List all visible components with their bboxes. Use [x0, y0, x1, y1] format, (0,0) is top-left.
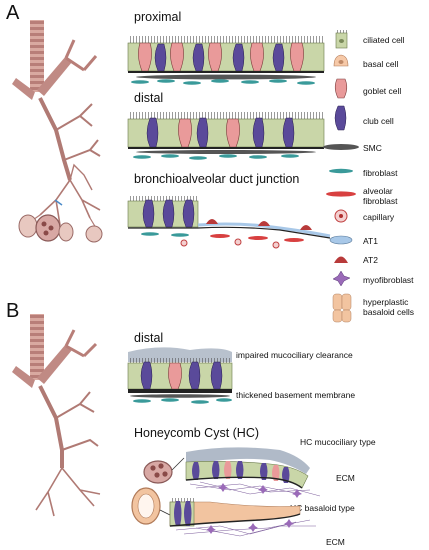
- hc-basaloid-label: HC basaloid type: [290, 503, 355, 513]
- ecm-label-2: ECM: [326, 537, 345, 547]
- junction-epithelium: [127, 196, 331, 249]
- ecm-label-1: ECM: [336, 473, 355, 483]
- capillary-icon: [334, 209, 348, 223]
- hc-mucociliary-label: HC mucociliary type: [300, 437, 376, 447]
- legend-at2-label: AT2: [363, 255, 378, 265]
- distal-title-b: distal: [134, 331, 164, 345]
- legend-club-label: club cell: [363, 116, 394, 126]
- legend-basal-label: basal cell: [363, 59, 399, 69]
- legend-goblet-label: goblet cell: [363, 86, 402, 96]
- panel-b-letter: B: [6, 300, 20, 322]
- panel-a-letter: A: [6, 2, 20, 24]
- proximal-epithelium: [127, 36, 325, 85]
- honeycomb-title: Honeycomb Cyst (HC): [134, 426, 260, 440]
- basaloid-cells-icon: [332, 293, 352, 323]
- alveolar-fibroblast-icon: [326, 191, 356, 197]
- legend-icons: [323, 30, 359, 323]
- distal-title-a: distal: [134, 91, 164, 105]
- impaired-label: impaired mucociliary clearance: [236, 350, 353, 360]
- legend-alveolar-fibroblast-label: alveolar fibroblast: [363, 186, 398, 206]
- at1-icon: [329, 235, 353, 245]
- lung-tree-b: [12, 314, 101, 517]
- at2-icon: [334, 256, 348, 263]
- fibroblast-icon: [329, 168, 353, 174]
- smc-icon: [323, 144, 359, 150]
- trachea-a: [30, 20, 44, 92]
- proximal-title: proximal: [134, 10, 182, 24]
- legend-capillary-label: capillary: [363, 212, 395, 222]
- basal-cell-icon: [333, 54, 349, 67]
- legend-at1-label: AT1: [363, 236, 378, 246]
- legend-fibroblast-label: fibroblast: [363, 168, 398, 178]
- goblet-cell-icon: [334, 78, 348, 99]
- main-bronchus-a-right: [37, 56, 72, 96]
- distal-epithelium-b: [127, 347, 233, 404]
- main-bronchus-a-left: [12, 78, 35, 100]
- distal-epithelium-a: [127, 112, 325, 160]
- legend-basaloid-label: hyperplastic basaloid cells: [363, 297, 415, 317]
- thickened-label: thickened basement membrane: [236, 390, 356, 400]
- myofibroblast-icon: [332, 270, 351, 287]
- junction-title: bronchioalveolar duct junction: [134, 172, 300, 186]
- legend-myofibroblast-label: myofibroblast: [363, 275, 414, 285]
- ciliated-cell-icon: [335, 30, 348, 49]
- honeycomb-cyst-graphics: [131, 447, 321, 537]
- club-cell-icon: [334, 105, 347, 131]
- legend-smc-label: SMC: [363, 143, 382, 153]
- legend-ciliated-label: ciliated cell: [363, 35, 405, 45]
- trachea-b: [30, 314, 44, 380]
- lung-tree-a: [12, 20, 103, 243]
